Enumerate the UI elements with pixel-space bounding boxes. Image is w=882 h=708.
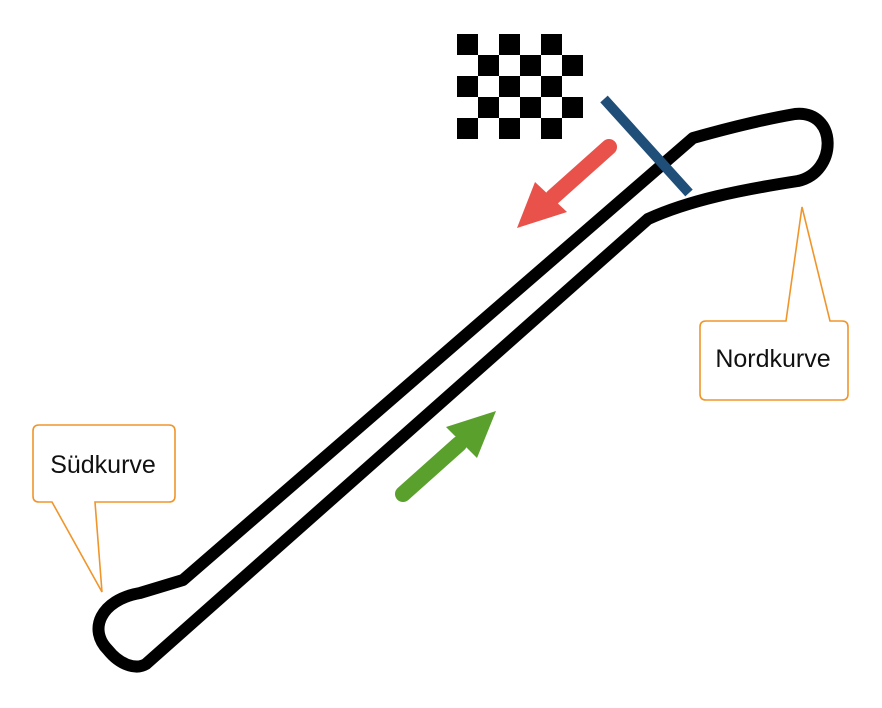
flag-square <box>457 118 478 139</box>
flag-square <box>541 34 562 55</box>
label-nordkurve: Nordkurve <box>715 345 830 373</box>
flag-square <box>457 34 478 55</box>
flag-square <box>562 55 583 76</box>
flag-square <box>562 97 583 118</box>
flag-square <box>520 97 541 118</box>
flag-square <box>457 76 478 97</box>
callout-suedkurve: Südkurve <box>32 424 176 593</box>
red-direction-arrow <box>517 139 617 228</box>
flag-square <box>541 118 562 139</box>
flag-square <box>520 55 541 76</box>
start-finish-line <box>600 95 693 197</box>
flag-square <box>499 118 520 139</box>
callout-nordkurve: Nordkurve <box>699 206 849 401</box>
green-direction-arrow <box>395 411 496 502</box>
track-outline <box>92 107 834 673</box>
flag-square <box>541 76 562 97</box>
flag-square <box>499 34 520 55</box>
flag-square <box>478 97 499 118</box>
label-suedkurve: Südkurve <box>50 451 156 479</box>
flag-square <box>478 55 499 76</box>
checkered-flag-icon <box>457 34 583 139</box>
flag-square <box>499 76 520 97</box>
